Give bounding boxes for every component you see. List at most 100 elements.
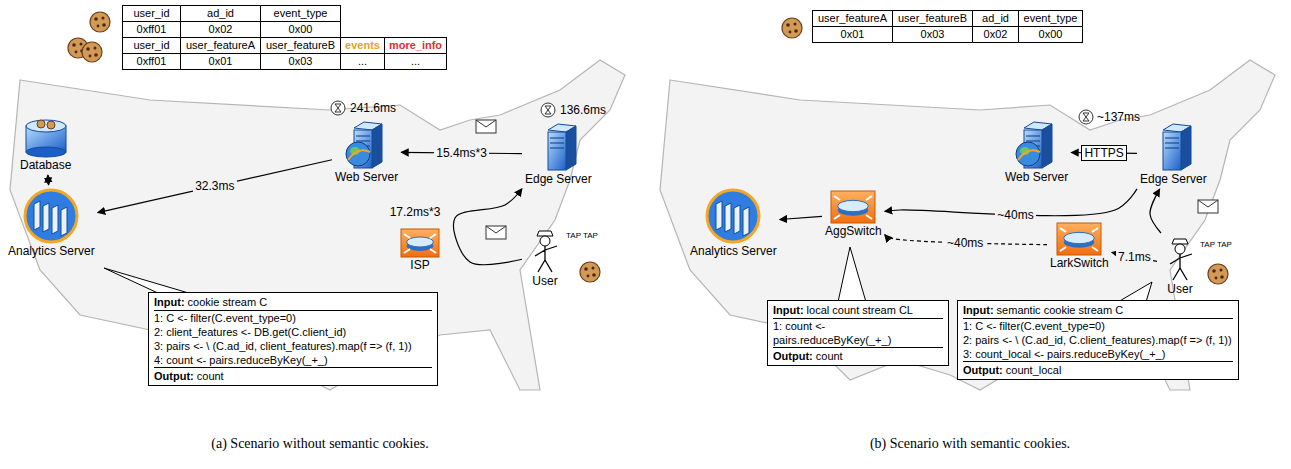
connector: [1150, 189, 1161, 233]
server-icon: [1153, 122, 1193, 172]
code-line: 2: client_features <- DB.get(C.client_id…: [154, 325, 432, 339]
table-cell: user_id: [122, 5, 181, 22]
code-box: Input: cookie stream C1: C <- filter(C.e…: [148, 292, 438, 386]
figure-caption: (b) Scenario with semantic cookies.: [870, 436, 1070, 452]
text-label: ~137ms: [1097, 110, 1140, 124]
table-cell: user_featureA: [812, 10, 893, 27]
code-line: Input: local count stream CL: [773, 303, 943, 319]
table-cell: 0xff01: [122, 53, 181, 70]
table-cell: user_id: [122, 37, 181, 54]
table-cell: ad_id: [972, 10, 1019, 27]
table-cell: 0x01: [180, 53, 261, 70]
edge-label: 7.1ms: [1116, 250, 1153, 264]
edge-label: ~40ms: [995, 208, 1035, 222]
hourglass-icon: [331, 101, 345, 115]
code-line: 1: count <- pairs.reduceByKey(_+_): [773, 319, 943, 347]
table-cell: user_featureB: [892, 10, 973, 27]
cookie-icon: [1208, 264, 1228, 284]
connector: [98, 160, 332, 213]
table-cell: 0x03: [892, 26, 973, 43]
code-box: Input: semantic cookie stream C1: C <- f…: [957, 300, 1239, 380]
table-cell: events: [340, 37, 385, 54]
callout-pointer: [104, 268, 192, 294]
envelope-icon: [486, 226, 506, 239]
user-icon: [525, 228, 565, 274]
isp-node: ISP: [400, 228, 440, 272]
node-label: Web Server: [335, 170, 398, 184]
table-cell: user_featureB: [260, 37, 341, 54]
edge-label: 17.2ms*3: [388, 205, 443, 219]
code-line: 3: count_local <- pairs.reduceByKey(_+_): [963, 347, 1233, 361]
code-line: 4: count <- pairs.reduceByKey(_+_): [154, 353, 432, 367]
web-server-node: Web Server: [335, 120, 398, 184]
envelope-icon: [476, 120, 496, 133]
edge-label: HTTPS: [1081, 145, 1126, 161]
node-label: Analytics Server: [690, 244, 777, 258]
web-icon: [1014, 120, 1060, 170]
code-box: Input: local count stream CL1: count <- …: [767, 300, 949, 366]
code-line: Input: semantic cookie stream C: [963, 303, 1233, 319]
node-label: User: [1167, 282, 1192, 296]
edge-server-node: Edge Server: [525, 122, 592, 186]
node-label: Analytics Server: [8, 244, 95, 258]
text-label: TAP TAP: [1200, 240, 1232, 249]
table-cell: more_info: [384, 37, 447, 54]
table-cell: event_type: [1018, 10, 1083, 27]
database-node: Database: [20, 118, 71, 172]
hourglass-icon: [541, 103, 555, 117]
table-cell: 0x03: [260, 53, 341, 70]
table-cell: ...: [384, 53, 447, 70]
cookie-icon: [90, 12, 110, 32]
table-cell: ad_id: [180, 5, 261, 22]
edge-label: 15.4ms*3: [434, 146, 489, 160]
text-label: 241.6ms: [350, 101, 396, 115]
envelope-icon: [1198, 200, 1218, 213]
edge-label: 32.3ms: [193, 179, 236, 193]
switch-icon: [1056, 222, 1102, 256]
table-cell: ...: [340, 53, 385, 70]
hourglass-icon: [1079, 110, 1093, 124]
us-map-outline: [660, 60, 1275, 390]
text-label: 136.6ms: [560, 103, 606, 117]
node-label: Database: [20, 158, 71, 172]
code-line: Output: count: [154, 367, 432, 383]
table-cell: event_type: [260, 5, 341, 22]
table-cell: user_featureA: [180, 37, 261, 54]
analytics-icon: [705, 188, 761, 244]
callout-pointer: [838, 247, 866, 302]
code-line: Output: count_local: [963, 361, 1233, 377]
code-line: 1: C <- filter(C.event_type=0): [963, 319, 1233, 333]
switch-icon: [830, 190, 876, 224]
server-icon: [538, 122, 578, 172]
node-label: Edge Server: [525, 172, 592, 186]
switch-node: LarkSwitch: [1050, 222, 1109, 270]
text-label: TAP TAP: [566, 231, 598, 240]
connector: [454, 189, 522, 265]
db-icon: [21, 118, 71, 158]
node-label: Edge Server: [1140, 172, 1207, 186]
web-server-node: Web Server: [1005, 120, 1068, 184]
cookie-icon: [580, 262, 600, 282]
code-line: Output: count: [773, 347, 943, 363]
connector: [47, 175, 49, 185]
code-line: 1: C <- filter(C.event_type=0): [154, 311, 432, 325]
switch-node: AggSwitch: [825, 190, 882, 238]
callout-pointer: [1118, 282, 1152, 302]
table-cell: 0xff01: [122, 21, 181, 38]
table-cell: 0x00: [260, 21, 341, 38]
analytics-icon: [23, 188, 79, 244]
analytics-server-node: Analytics Server: [8, 188, 95, 258]
us-map-outline: [10, 60, 625, 390]
node-label: Web Server: [1005, 170, 1068, 184]
edge-label: ~40ms: [945, 236, 985, 250]
table-cell: 0x02: [972, 26, 1019, 43]
table-cell: 0x01: [812, 26, 893, 43]
table-cell: 0x02: [180, 21, 261, 38]
user-node: User: [1160, 236, 1200, 296]
node-label: ISP: [410, 258, 429, 272]
user-icon: [1160, 236, 1200, 282]
figure-caption: (a) Scenario without semantic cookies.: [211, 436, 428, 452]
cookie-icon: [82, 42, 102, 62]
table-cell: 0x00: [1018, 26, 1083, 43]
